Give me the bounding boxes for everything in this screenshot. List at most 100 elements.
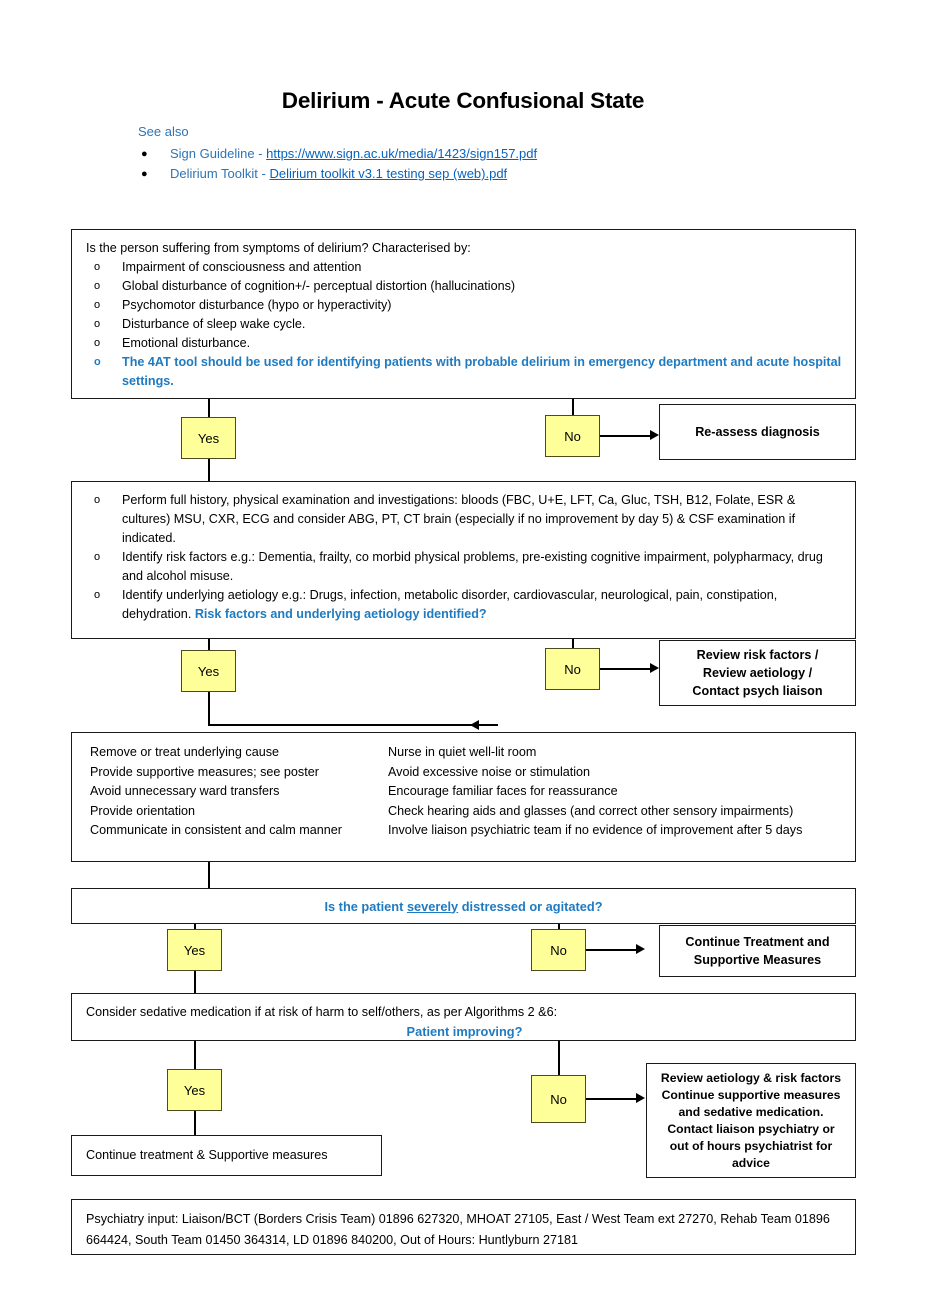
delirium-toolkit-link[interactable]: Delirium toolkit v3.1 testing sep (web).…	[269, 166, 508, 181]
symptom-text: Global disturbance of cognition+/- perce…	[122, 279, 516, 293]
connector-yes-top-3	[194, 924, 197, 932]
sedation-box: Consider sedative medication if at risk …	[71, 993, 856, 1041]
distress-question-text: Is the patient severely distressed or ag…	[324, 897, 602, 916]
connector-yes-bottom-2	[208, 692, 211, 726]
list-item: o Emotional disturbance.	[86, 334, 843, 353]
circle-bullet-icon: o	[94, 280, 101, 292]
continue-treatment-box: Continue Treatment and Supportive Measur…	[659, 925, 856, 977]
symptom-text: Psychomotor disturbance (hypo or hyperac…	[122, 298, 392, 312]
connector-no-arrow-4	[586, 1098, 638, 1101]
decision-no-2[interactable]: No	[545, 648, 600, 690]
circle-bullet-icon: o	[94, 551, 101, 563]
distress-suffix: distressed or agitated?	[458, 898, 603, 914]
connector-yes-top-1	[208, 399, 211, 417]
see-also-link-list: ● Sign Guideline - https://www.sign.ac.uk…	[138, 144, 838, 184]
reassess-diagnosis-text: Re-assess diagnosis	[695, 425, 820, 439]
review-aet-line-6: advice	[732, 1155, 770, 1170]
connector-yes-bottom-3	[194, 971, 197, 993]
sedation-text: Consider sedative medication if at risk …	[86, 1005, 558, 1019]
circle-bullet-icon: o	[94, 356, 101, 368]
management-item: Involve liaison psychiatric team if no e…	[388, 823, 803, 837]
connector-no-top-4	[558, 1041, 561, 1075]
bullet-icon: ●	[141, 168, 148, 180]
decision-yes-1[interactable]: Yes	[181, 417, 236, 459]
continue-line-2: Supportive Measures	[693, 953, 822, 967]
page-title: Delirium - Acute Confusional State	[281, 88, 645, 113]
psychiatry-input-text: Psychiatry input: Liaison/BCT (Borders C…	[86, 1212, 830, 1247]
sign-guideline-link[interactable]: https://www.sign.ac.uk/media/1423/sign15…	[266, 146, 538, 161]
decision-no-4[interactable]: No	[531, 1075, 586, 1123]
review-line-3: Contact psych liaison	[692, 684, 823, 698]
connector-no-top-2	[572, 639, 575, 651]
review-aet-line-2: Continue supportive measures	[661, 1087, 841, 1102]
chip-label: No	[564, 661, 581, 677]
connector-no-top-3	[558, 924, 561, 932]
chip-label: No	[564, 428, 581, 444]
review-risk-factors-box: Review risk factors / Review aetiology /…	[659, 640, 856, 706]
circle-bullet-icon: o	[94, 494, 101, 506]
review-aet-line-3: and sedative medication.	[678, 1104, 824, 1119]
see-also-label: See also	[138, 124, 189, 139]
aetiology-question: Risk factors and underlying aetiology id…	[194, 607, 487, 621]
connector-no-top-1	[572, 399, 575, 415]
management-item: Remove or treat underlying cause	[90, 745, 280, 759]
reassess-diagnosis-box: Re-assess diagnosis	[659, 404, 856, 460]
circle-bullet-icon: o	[94, 337, 101, 349]
review-aetiology-box: Review aetiology & risk factors Continue…	[646, 1063, 856, 1178]
distress-question-box: Is the patient severely distressed or ag…	[71, 888, 856, 924]
decision-yes-3[interactable]: Yes	[167, 929, 222, 971]
arrow-right-icon	[650, 663, 659, 673]
continue-treatment-outcome-text: Continue treatment & Supportive measures	[86, 1148, 328, 1162]
symptoms-box: Is the person suffering from symptoms of…	[71, 229, 856, 399]
bullet-icon: ●	[141, 148, 148, 160]
list-item: o Identify risk factors e.g.: Dementia, f…	[86, 548, 843, 586]
distress-prefix: Is the patient	[324, 898, 407, 914]
continue-treatment-outcome-box: Continue treatment & Supportive measures	[71, 1135, 382, 1176]
investigations-text: Perform full history, physical examinati…	[122, 493, 796, 545]
arrow-right-icon	[636, 1093, 645, 1103]
management-item: Check hearing aids and glasses (and corr…	[388, 803, 794, 818]
connector-rejoin-line	[208, 724, 498, 727]
aetiology-text: Identify underlying aetiology e.g.: Drug…	[122, 588, 778, 621]
list-item: o The 4AT tool should be used for identif…	[86, 353, 843, 391]
assessment-list: o Perform full history, physical examinat…	[86, 491, 843, 624]
management-item: Communicate in consistent and calm manne…	[90, 823, 342, 837]
distress-underlined-word: severely	[406, 898, 459, 914]
risk-factors-text: Identify risk factors e.g.: Dementia, fr…	[122, 550, 823, 583]
connector-yes-top-4	[194, 1041, 197, 1069]
review-line-1: Review risk factors /	[696, 648, 819, 662]
symptom-text: Emotional disturbance.	[122, 336, 251, 350]
four-at-tool-text: The 4AT tool should be used for identify…	[122, 355, 842, 388]
management-left-column: Remove or treat underlying cause Provide…	[90, 743, 388, 841]
chip-label: No	[550, 942, 567, 958]
decision-no-3[interactable]: No	[531, 929, 586, 971]
chip-label: Yes	[197, 663, 220, 679]
list-item: o Disturbance of sleep wake cycle.	[86, 315, 843, 334]
connector-yes-bottom-4	[194, 1111, 197, 1135]
decision-no-1[interactable]: No	[545, 415, 600, 457]
symptom-text: Impairment of consciousness and attentio…	[122, 260, 362, 274]
management-right-column: Nurse in quiet well-lit room Avoid exces…	[388, 743, 843, 841]
review-line-2: Review aetiology /	[702, 666, 813, 680]
arrow-right-icon	[636, 944, 645, 954]
management-box: Remove or treat underlying cause Provide…	[71, 732, 856, 862]
circle-bullet-icon: o	[94, 299, 101, 311]
management-item: Avoid excessive noise or stimulation	[388, 764, 591, 779]
list-item: o Impairment of consciousness and attenti…	[86, 258, 843, 277]
decision-yes-4[interactable]: Yes	[167, 1069, 222, 1111]
management-item: Provide supportive measures; see poster	[90, 764, 319, 779]
symptoms-list: o Impairment of consciousness and attenti…	[86, 258, 843, 391]
connector-no-arrow-1	[600, 435, 652, 438]
management-item: Encourage familiar faces for reassurance	[388, 784, 618, 798]
symptom-text: Disturbance of sleep wake cycle.	[122, 317, 306, 331]
connector-yes-bottom-1	[208, 459, 211, 481]
sign-guideline-label: Sign Guideline -	[170, 146, 267, 161]
circle-bullet-icon: o	[94, 261, 101, 273]
review-aet-line-5: out of hours psychiatrist for	[669, 1138, 833, 1153]
circle-bullet-icon: o	[94, 318, 101, 330]
symptoms-question: Is the person suffering from symptoms of…	[86, 241, 471, 255]
chip-label: Yes	[183, 942, 206, 958]
decision-yes-2[interactable]: Yes	[181, 650, 236, 692]
